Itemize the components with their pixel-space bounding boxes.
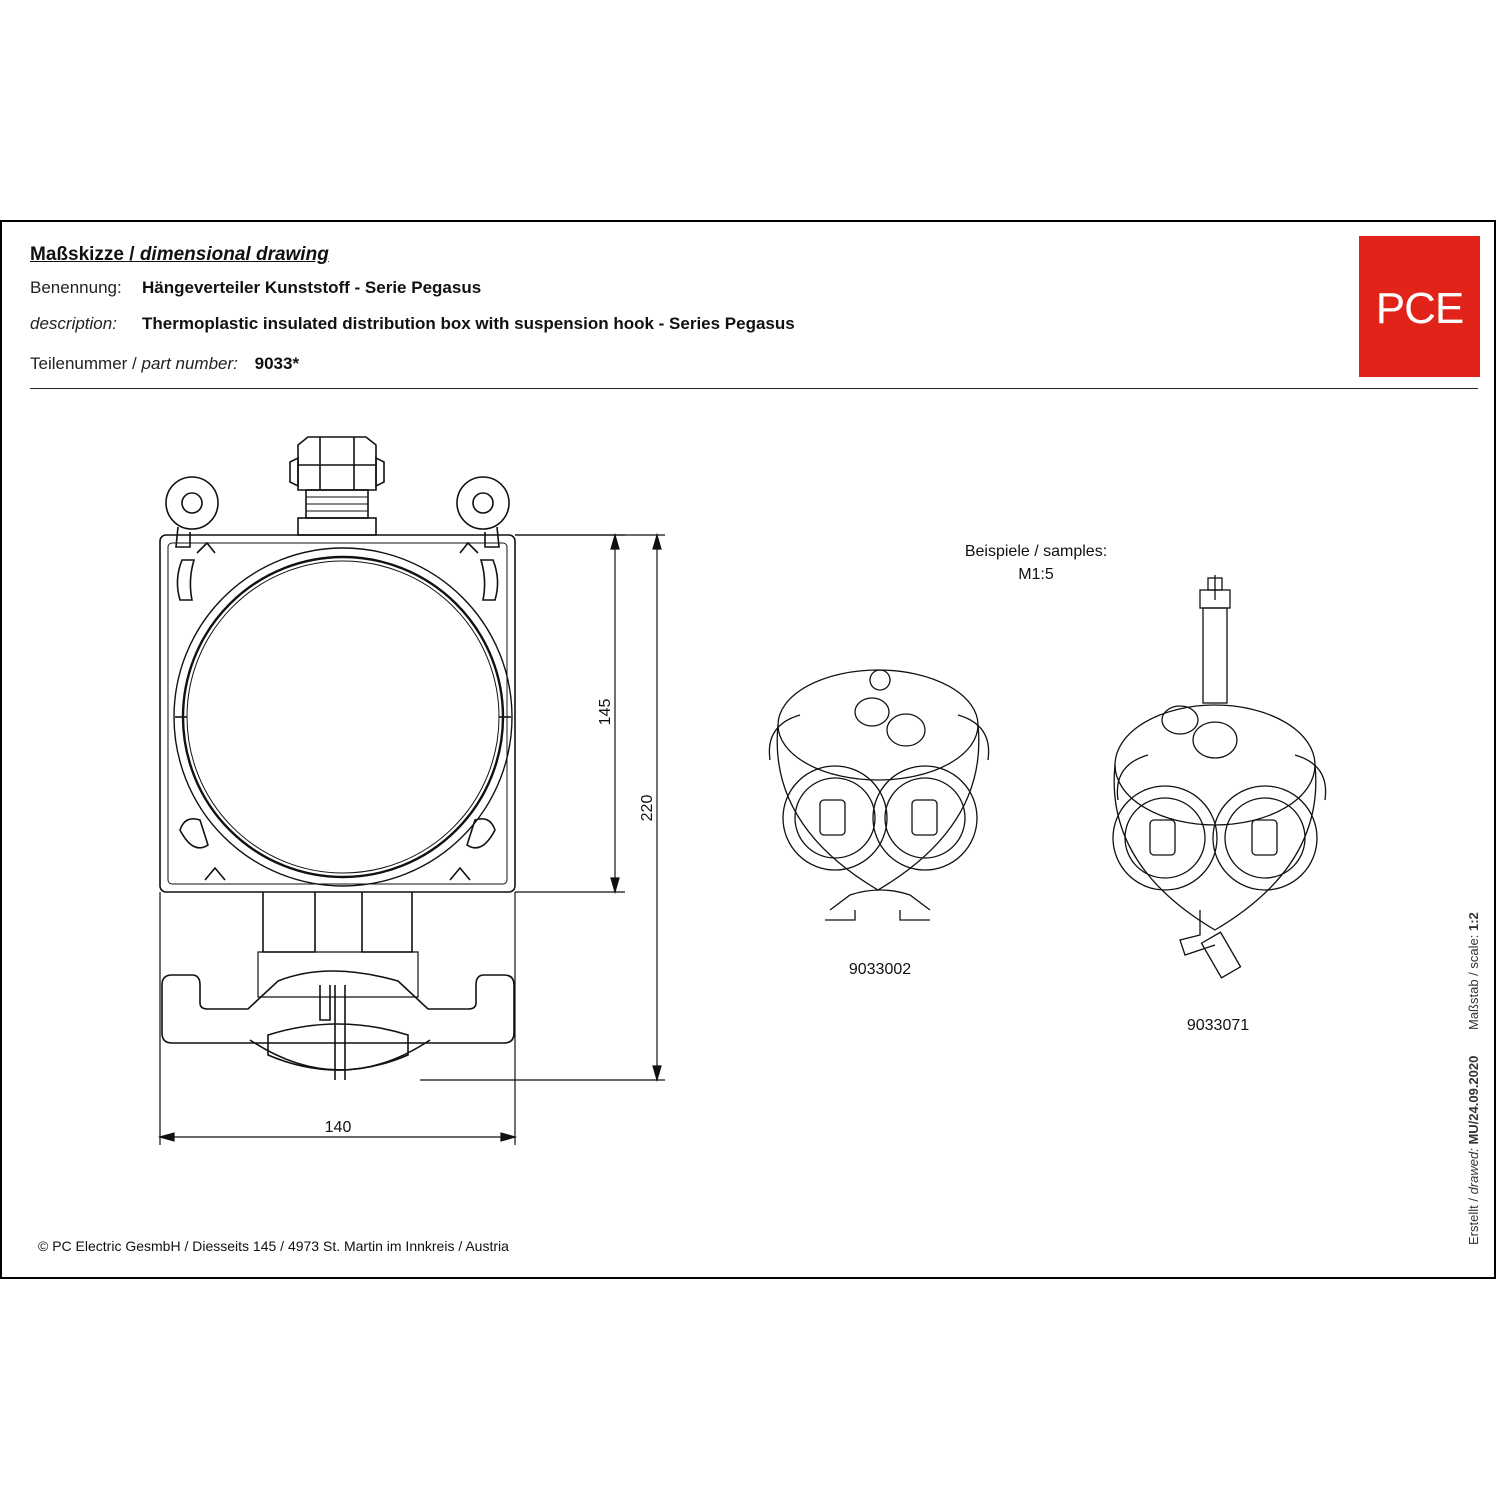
dim-220: 220 <box>639 795 656 822</box>
sample-9033071-drawing <box>1112 575 1327 979</box>
drawing-info-sidebar: Erstellt / drawed: MU/24.09.2020 Maßstab… <box>1466 912 1481 1245</box>
dimension-lines <box>157 532 665 1145</box>
partnumber-label-en: part number: <box>141 354 238 373</box>
drawing-sheet <box>0 220 1496 1279</box>
sample-part-9033071: 9033071 <box>1186 1017 1250 1034</box>
scale-value: 1:2 <box>1466 912 1481 932</box>
description-label: description: <box>30 314 117 333</box>
partnumber-label-de: Teilenummer / <box>30 354 137 373</box>
description-value: Thermoplastic insulated distribution box… <box>142 314 795 333</box>
sample-9033002-drawing <box>768 669 990 921</box>
benennung-label: Benennung: <box>30 278 122 297</box>
drawed-value: MU/24.09.2020 <box>1466 1055 1481 1145</box>
sample-part-9033002: 9033002 <box>848 961 912 978</box>
samples-scale: M1:5 <box>1018 566 1054 583</box>
benennung-value: Hängeverteiler Kunststoff - Serie Pegasu… <box>142 278 482 297</box>
partnumber-row: Teilenummer / part number: 9033* <box>30 354 299 374</box>
distribution-box-front-view <box>159 436 516 1080</box>
description-row: description: Thermoplastic insulated dis… <box>30 314 795 334</box>
footer-copyright: © PC Electric GesmbH / Diesseits 145 / 4… <box>38 1238 509 1254</box>
pce-logo: PCE <box>1359 236 1480 377</box>
drawing-title: Maßskizze / dimensional drawing <box>30 244 329 265</box>
dim-145: 145 <box>597 699 614 726</box>
benennung-row: Benennung: Hängeverteiler Kunststoff - S… <box>30 278 481 298</box>
drawed-label: drawed: <box>1466 1148 1481 1195</box>
dim-140: 140 <box>325 1119 352 1136</box>
header-divider <box>30 388 1478 389</box>
scale-label: Maßstab / scale: <box>1466 934 1481 1031</box>
samples-title: Beispiele / samples: <box>964 543 1108 560</box>
created-label: Erstellt / <box>1466 1194 1481 1245</box>
partnumber-value: 9033* <box>254 354 300 373</box>
